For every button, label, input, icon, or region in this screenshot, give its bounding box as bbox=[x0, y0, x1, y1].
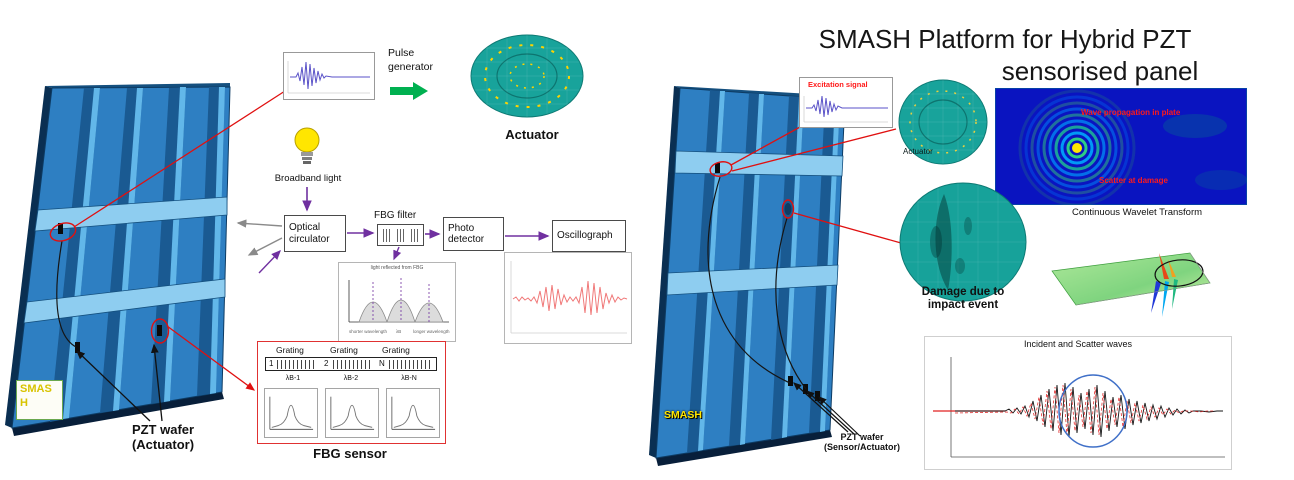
fbg-sensor-diagram: Grating Grating Grating 1 2 N λB-1 λB-2 … bbox=[257, 341, 446, 444]
fbg-left-axis-label: shorter wavelength bbox=[349, 329, 388, 334]
pulse-generator-line2: generator bbox=[388, 60, 433, 73]
photo-detector-line1: Photo bbox=[448, 222, 475, 234]
excitation-waveform bbox=[287, 61, 370, 94]
actuator-label-left: Actuator bbox=[505, 127, 559, 142]
pzt-wafer-mark bbox=[157, 325, 162, 336]
panel-hole bbox=[784, 203, 792, 215]
green-pulse-arrow bbox=[390, 82, 428, 100]
pzt-wafer-mark bbox=[715, 163, 720, 173]
damage-label: Damage due to impact event bbox=[896, 286, 1030, 312]
fbg-reflection-plot: light reflected from FBG shorter wavelen… bbox=[338, 262, 456, 342]
fbg-filter-grating-mark bbox=[383, 229, 392, 242]
pzt-wafer-mark bbox=[815, 391, 820, 401]
grating-hatch bbox=[389, 360, 431, 369]
smash-badge-left: SMAS H bbox=[16, 380, 63, 420]
pzt-wafer-label-left: PZT wafer (Actuator) bbox=[108, 422, 218, 453]
gray-flow-arrow bbox=[247, 237, 283, 256]
grating-hatch bbox=[333, 360, 371, 369]
fbg-filter-grating-mark bbox=[411, 229, 420, 242]
grating-segment-1: 1 bbox=[269, 359, 274, 368]
fiber-grating-bar: 1 2 N bbox=[265, 357, 437, 371]
purple-flow-arrow bbox=[393, 246, 402, 261]
pzt-wafer-right-line1: PZT wafer bbox=[840, 432, 884, 442]
cwt-title: Continuous Wavelet Transform bbox=[1071, 207, 1203, 218]
oscillograph-waveform bbox=[510, 261, 628, 334]
optical-circulator-line1: Optical bbox=[289, 222, 321, 233]
pzt-wafer-mark bbox=[75, 342, 80, 353]
pzt-wafer-right-line2: (Sensor/Actuator) bbox=[823, 442, 900, 453]
grating-segment-n: N bbox=[379, 359, 385, 368]
fbg-sensor-caption: FBG sensor bbox=[313, 446, 387, 461]
oscillograph-signal-plot bbox=[504, 252, 632, 344]
smash-badge-line2: H bbox=[20, 396, 28, 409]
actuator-yellow-marks bbox=[484, 44, 570, 108]
pzt-wafer-mark bbox=[58, 223, 63, 234]
pulse-generator-line1: Pulse bbox=[388, 47, 415, 59]
panel-bottom-edge bbox=[656, 430, 832, 466]
wave-propagation-rings bbox=[994, 87, 1248, 207]
fbg-center-axis-label: λB bbox=[396, 329, 402, 334]
broadband-light-label: Broadband light bbox=[274, 173, 342, 184]
photo-detector-box: Photo detector bbox=[443, 217, 504, 251]
oscillograph-label: Oscillograph bbox=[557, 230, 613, 242]
pzt-wafer-label-right: PZT wafer (Sensor/Actuator) bbox=[812, 432, 912, 453]
damage-label-line1: Damage due to bbox=[921, 286, 1005, 298]
grating-hatch bbox=[277, 360, 315, 369]
incident-scatter-waveform bbox=[933, 357, 1225, 458]
cwt-plot bbox=[1038, 221, 1214, 318]
slide-title-line1: SMASH Platform for Hybrid PZT bbox=[818, 24, 1192, 54]
damage-label-line2: impact event bbox=[927, 299, 999, 312]
scatter-damage-label: Scatter at damage bbox=[1099, 176, 1168, 185]
lambda-label-n: λB-N bbox=[401, 375, 417, 382]
incident-scatter-title: Incident and Scatter waves bbox=[1023, 339, 1133, 349]
lambda-label-1: λB-1 bbox=[285, 375, 301, 382]
excitation-waveform-right bbox=[803, 95, 888, 123]
fbg-filter-grating-mark bbox=[397, 229, 406, 242]
fbg-reflection-curves bbox=[348, 278, 449, 323]
fbg-right-axis-label: longer wavelength bbox=[413, 329, 450, 334]
excitation-signal-plot-right: Excitation signal bbox=[799, 77, 893, 128]
cwt-callout-ellipse bbox=[1154, 259, 1204, 287]
oscillograph-box: Oscillograph bbox=[552, 220, 626, 252]
photo-detector-line2: detector bbox=[448, 234, 485, 245]
panel-left-edge bbox=[5, 86, 52, 428]
optical-circulator-box: Optical circulator bbox=[284, 215, 346, 252]
actuator-label-right: Actuator bbox=[903, 147, 933, 156]
incident-scatter-plot: Incident and Scatter waves bbox=[924, 336, 1232, 470]
scatter-callout-ellipse bbox=[1058, 374, 1128, 448]
panel-left-edge bbox=[649, 86, 680, 458]
pzt-wafer-line1: PZT wafer bbox=[131, 422, 195, 437]
cwt-surface bbox=[1051, 252, 1211, 317]
actuator-disc-left bbox=[470, 34, 584, 118]
excitation-signal-plot-left bbox=[283, 52, 375, 100]
damage-streak bbox=[935, 194, 952, 290]
grating-segment-2: 2 bbox=[324, 359, 329, 368]
excitation-signal-label: Excitation signal bbox=[808, 80, 868, 89]
lambda-label-2: λB-2 bbox=[343, 375, 359, 382]
grating-label-1: Grating bbox=[276, 345, 304, 355]
fbg-filter-box bbox=[377, 224, 424, 246]
optical-circulator-line2: circulator bbox=[289, 233, 330, 245]
pzt-wafer-mark bbox=[803, 384, 808, 394]
light-bulb-icon bbox=[294, 127, 320, 164]
grating-label-3: Grating bbox=[382, 345, 410, 355]
fbg-filter-label: FBG filter bbox=[374, 210, 417, 221]
fbg-reflection-title: light reflected from FBG bbox=[370, 265, 424, 271]
actuator-yellow-marks bbox=[909, 90, 977, 154]
wave-propagation-image: Wave propagation in plate Scatter at dam… bbox=[994, 87, 1248, 207]
wave-propagation-label: Wave propagation in plate bbox=[1081, 108, 1181, 117]
grating-label-2: Grating bbox=[330, 345, 358, 355]
mini-spectrum-2 bbox=[325, 388, 379, 438]
pzt-wafer-mark bbox=[788, 376, 793, 386]
mini-spectrum-n bbox=[386, 388, 440, 438]
slide-title-line2: sensorised panel bbox=[1001, 56, 1199, 86]
panel-top-edge bbox=[45, 83, 230, 88]
purple-flow-arrow bbox=[258, 249, 281, 274]
pulse-generator-label: Pulse generator bbox=[388, 47, 433, 74]
mini-spectrum-1 bbox=[264, 388, 318, 438]
smash-badge-right: SMASH bbox=[664, 409, 702, 421]
pzt-wafer-line2: (Actuator) bbox=[131, 436, 195, 452]
smash-badge-line1: SMAS bbox=[20, 383, 52, 395]
actuator-disc-right bbox=[898, 79, 988, 165]
